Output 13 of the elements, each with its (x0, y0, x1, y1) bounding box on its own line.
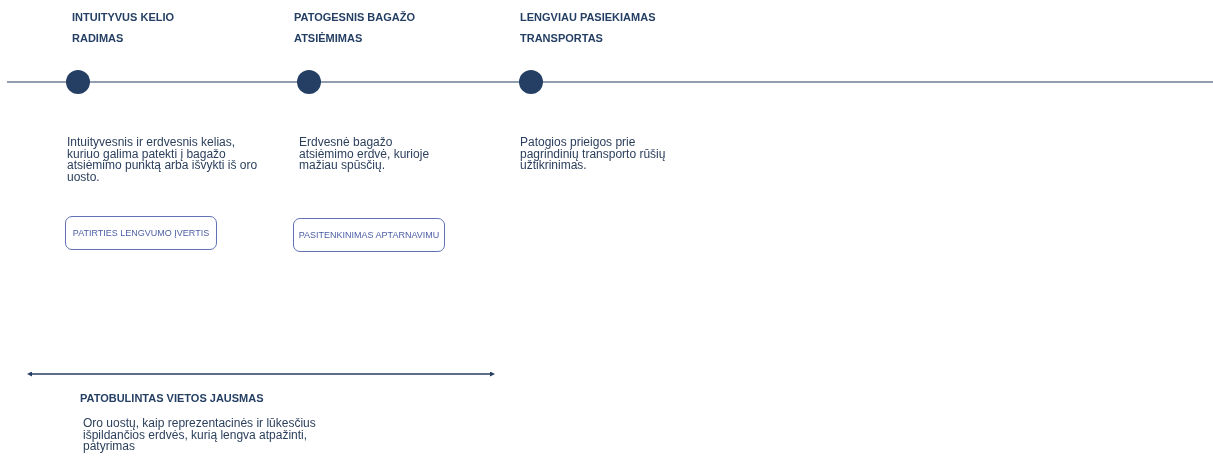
milestone-description: Erdvesnė bagažo atsiėmimo erdvė, kurioje mažiau spūsčių. (299, 137, 431, 172)
section-description: Oro uostų, kaip reprezentacinės ir lūkesčius išpildančios erdvės, kurią lengva atpažinti, patyrimas (83, 418, 317, 453)
timeline-dot (297, 70, 321, 94)
milestone-heading: LENGVIAU PASIEKIAMAS TRANSPORTAS (520, 10, 657, 46)
milestone-description: Patogios prieigos prie pagrindinių transporto rūšių užtikrinimas. (520, 137, 667, 172)
milestone-heading: INTUITYVUS KELIO RADIMAS (72, 10, 176, 46)
milestone-description: Intuityvesnis ir erdvesnis kelias, kuriuo galima patekti į bagažo atsiėmimo punktą arba išvykti iš oro uosto. (67, 137, 259, 183)
section-heading: PATOBULINTAS VIETOS JAUSMAS (80, 391, 265, 405)
milestone-heading: PATOGESNIS BAGAŽO ATSIĖMIMAS (294, 10, 416, 46)
timeline-dot (519, 70, 543, 94)
metric-tag: PASITENKINIMAS APTARNAVIMU (293, 218, 445, 252)
metric-tag: PATIRTIES LENGVUMO ĮVERTIS (65, 216, 217, 250)
timeline-dot (66, 70, 90, 94)
